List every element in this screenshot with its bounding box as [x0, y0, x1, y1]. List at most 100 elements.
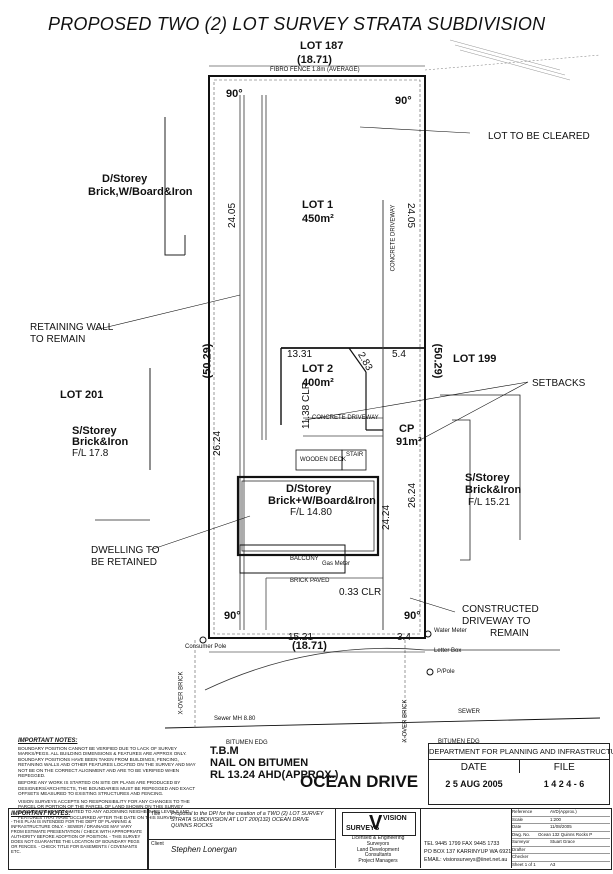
tb-notes: IMPORTANT NOTES: - THIS PLAN IS INTENDED…: [8, 808, 148, 870]
dim-right-lower: 26.24: [407, 482, 419, 509]
balcony: [239, 544, 346, 574]
nb-left-low-line1: S/Storey: [72, 425, 117, 437]
tb-notes-heading: IMPORTANT NOTES:: [11, 811, 71, 817]
notes-text-2: BEFORE ANY WORK IS STARTED ON SITE OR PL…: [18, 780, 196, 797]
lot2-diag: [348, 347, 367, 373]
angle-bottom-left: 90°: [224, 610, 241, 622]
tbm-line1: T.B.M: [210, 745, 239, 757]
tb-title-label: Title: [151, 811, 161, 817]
dim-cp-inner: 24.24: [381, 504, 393, 531]
concrete-driveway-label: CONCRETE DRIVEWAY: [312, 415, 379, 421]
nb-left-top-line2: Brick,W/Board&Iron: [88, 186, 193, 198]
letter-box-label: Letter Box: [434, 648, 462, 654]
tb-notes-text: - THIS PLAN IS INTENDED FOR THE DEPT OF …: [11, 819, 142, 854]
consumer-pole-marker: [199, 636, 207, 644]
svc-4: Consultants: [364, 852, 392, 859]
p-pole-marker: [426, 668, 434, 676]
dim-clr-lower: 0.33 CLR: [339, 587, 382, 598]
logo-services: Licensed & Engineering Surveyors Land De…: [336, 835, 420, 865]
svc-1: Licensed & Engineering: [351, 835, 405, 841]
tb-surveyor: Stuart Grace: [550, 839, 575, 844]
sewer-mh-label: Sewer MH 8.80: [214, 716, 256, 722]
bitumen-left-label: BITUMEN EDG: [226, 740, 268, 746]
page-title: PROPOSED TWO (2) LOT SURVEY STRATA SUBDI…: [48, 14, 546, 34]
lot-201-label: LOT 201: [60, 389, 104, 401]
dim-front: 15.21: [288, 632, 314, 643]
important-notes: IMPORTANT NOTES: BOUNDARY POSITION CANNO…: [18, 738, 202, 820]
vision-surveys-logo: V VISION SURVEYS Licensed & Engineering …: [336, 809, 421, 868]
logo-box: V VISION SURVEYS: [342, 812, 416, 836]
leader-driveway: [409, 597, 456, 613]
stamp-file-label: FILE: [553, 762, 575, 773]
callout-lot-cleared: LOT TO BE CLEARED: [488, 131, 590, 142]
fence-line: [213, 79, 421, 635]
nb-right-line1: S/Storey: [465, 472, 510, 484]
notes-text-3: VISION SURVEYS ACCEPTS NO RESPONSIBILITY…: [18, 798, 190, 820]
stamp-date-value: 2 5 AUG 2005: [445, 779, 503, 789]
callout-driveway-1: CONSTRUCTED: [462, 604, 539, 615]
leader-retaining: [94, 294, 241, 331]
logo-top: VISION: [383, 815, 407, 822]
water-meter-marker: [424, 630, 432, 638]
notes-text-1: BOUNDARY POSITION CANNOT BE VERIFIED DUE…: [18, 746, 196, 779]
bitumen-right-label: BITUMEN EDG: [438, 739, 480, 745]
dim-left-upper: 24.05: [227, 202, 239, 229]
tb-title-text: Proposal to the DPI for the creation of …: [171, 811, 324, 829]
angle-top-right: 90°: [395, 95, 412, 107]
tb-surveyor-label: Surveyor: [512, 839, 530, 844]
brick-paved-label: BRICK PAVED: [290, 578, 330, 584]
dwelling-outline: [236, 475, 380, 557]
tb-email: EMAIL: visionsurveys@iinet.net.au: [424, 857, 508, 863]
tbm-line3: RL 13.24 AHD(APPROX.): [210, 769, 339, 781]
nb-left-low-line3: F/L 17.8: [72, 448, 109, 459]
xover-right-label: X-OVER BRICK: [402, 699, 409, 743]
tb-dwg-label: Dwg. No.: [512, 831, 531, 837]
logo-v-mark: V: [369, 812, 383, 834]
lot1-area: 450m²: [302, 213, 334, 225]
sewer-label: SEWER: [458, 709, 481, 715]
leader-setbacks: [419, 381, 529, 441]
tb-sheet-label: Sheet 1 of 1: [512, 861, 536, 867]
svc-3: Land Development: [357, 846, 399, 853]
tb-contact: TEL 9445 1799 FAX 9445 1733 PO BOX 137 K…: [421, 809, 512, 868]
angle-top-left: 90°: [226, 88, 243, 100]
sewer-line: [164, 717, 601, 729]
dim-lot2-top: 13.31: [287, 349, 313, 360]
dim-bottom: (18.71): [292, 640, 327, 652]
lot1-name: LOT 1: [302, 199, 334, 211]
nb-left-low-line2: Brick&Iron: [72, 436, 129, 448]
tb-date-label: Date: [512, 824, 522, 829]
tb-checker-label: Checker: [512, 854, 529, 859]
leader-lot-cleared: [359, 126, 471, 134]
left-neighbour-building-top: [164, 117, 185, 256]
fibro-fence-top: FIBRO FENCE 1.8m (AVERAGE): [270, 67, 360, 73]
tb-dwg: Ocean 132 Quinns Rocks P: [538, 831, 593, 837]
notes-heading: IMPORTANT NOTES:: [18, 738, 78, 744]
lot-boundary: [208, 75, 426, 639]
callout-dwelling-2: BE RETAINED: [91, 557, 157, 568]
balcony-label: BALCONY: [290, 556, 319, 562]
tb-ref: AVD(Approx.): [550, 809, 577, 814]
logo-bottom: SURVEYS: [346, 825, 380, 832]
tb-client: Stephen Lonergan: [171, 845, 237, 854]
svc-2: Surveyors: [366, 840, 390, 847]
consumer-pole-label: Consumer Pole: [185, 644, 227, 650]
callout-setbacks: SETBACKS: [532, 378, 586, 389]
callout-retaining-2: TO REMAIN: [30, 334, 86, 345]
lot2-area: 400m²: [302, 377, 334, 389]
callout-retaining-1: RETAINING WALL: [30, 322, 114, 333]
wooden-deck-label: WOODEN DECK: [300, 457, 347, 463]
tb-scale-label: Scale: [512, 816, 523, 822]
dim-right-mid: (50.29): [431, 343, 444, 379]
stamp-dept: DEPARTMENT FOR PLANNING AND INFRASTRUCTU…: [429, 744, 613, 760]
water-meter-label: Water Meter: [434, 628, 467, 634]
dpi-stamp: DEPARTMENT FOR PLANNING AND INFRASTRUCTU…: [428, 743, 613, 805]
stamp-file-value: 1 4 2 4 - 6: [543, 779, 585, 789]
stamp-date-label: DATE: [429, 760, 520, 773]
tb-tel: TEL 9445 1799 FAX 9445 1733: [424, 841, 500, 847]
tb-ref-label: Reference: [512, 809, 533, 814]
tbm-line2: NAIL ON BITUMEN: [210, 757, 309, 769]
dwelling-line3: F/L 14.80: [290, 507, 332, 518]
lot-199-label: LOT 199: [453, 353, 497, 365]
nb-left-top-line1: D/Storey: [102, 173, 148, 185]
